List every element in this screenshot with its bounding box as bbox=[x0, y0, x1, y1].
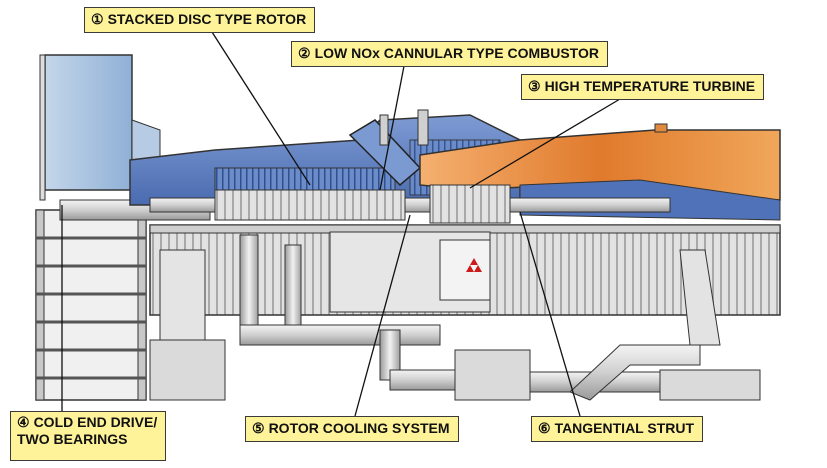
label-number: ② bbox=[298, 45, 311, 61]
label-text: LOW NOx CANNULAR TYPE COMBUSTOR bbox=[314, 45, 599, 61]
rotor-discs bbox=[149, 184, 671, 224]
label-text: HIGH TEMPERATURE TURBINE bbox=[544, 78, 756, 94]
manufacturer-logo bbox=[466, 258, 482, 272]
label-text: ROTOR COOLING SYSTEM bbox=[268, 420, 450, 436]
label-text-line2: TWO BEARINGS bbox=[17, 431, 128, 447]
label-number: ⑥ bbox=[538, 420, 551, 436]
label-number: ③ bbox=[528, 78, 541, 94]
label-text-line1: COLD END DRIVE/ bbox=[33, 414, 158, 430]
label-text: STACKED DISC TYPE ROTOR bbox=[107, 11, 307, 27]
label-number: ④ bbox=[17, 414, 30, 430]
label-text: TANGENTIAL STRUT bbox=[554, 420, 695, 436]
label-number: ① bbox=[91, 11, 104, 27]
label-number: ⑤ bbox=[252, 420, 265, 436]
leader-lines bbox=[61, 31, 621, 417]
cold-end-drive-cage bbox=[35, 199, 211, 401]
support-pedestals bbox=[149, 249, 761, 401]
